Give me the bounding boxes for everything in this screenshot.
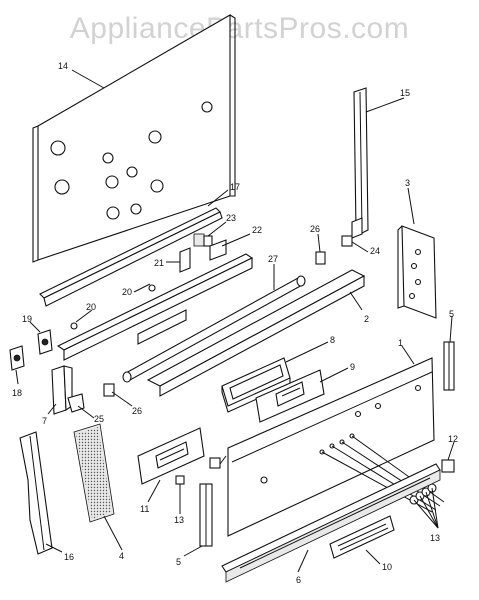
part-17-back-strip <box>39 207 223 307</box>
callout-19: 19 <box>22 314 32 324</box>
callout-8: 8 <box>330 335 335 345</box>
callout-22: 22 <box>252 225 262 235</box>
callout-17: 17 <box>230 182 240 192</box>
part-23-clip <box>193 233 213 247</box>
part-6-bottom-trim <box>221 463 441 583</box>
callout-5b: 5 <box>176 557 181 567</box>
part-24-clip <box>341 235 353 247</box>
part-2-channel <box>146 269 366 397</box>
part-5b-post <box>199 483 213 547</box>
part-16-side-trim <box>19 431 53 555</box>
callout-14: 14 <box>58 61 68 71</box>
callout-5a: 5 <box>449 309 454 319</box>
part-27-tube <box>122 275 306 383</box>
callout-18: 18 <box>12 388 22 398</box>
watermark: AppliancePartsPros.com <box>69 12 410 45</box>
callout-20a: 20 <box>122 287 132 297</box>
callout-21: 21 <box>154 258 164 268</box>
callout-15: 15 <box>400 88 410 98</box>
part-22-bracket <box>209 239 227 261</box>
part-5a-post <box>443 341 455 391</box>
part-7-end-bracket <box>51 365 73 415</box>
callout-11: 11 <box>140 504 149 514</box>
callout-13b: 13 <box>430 533 440 543</box>
callout-7: 7 <box>42 416 47 426</box>
part-3-end-bracket <box>397 225 437 319</box>
callout-25: 25 <box>94 414 104 424</box>
callout-12: 12 <box>448 434 458 444</box>
part-15-side-trim <box>351 87 369 239</box>
callout-24: 24 <box>370 246 380 256</box>
part-10-badge <box>329 515 395 559</box>
callout-26b: 26 <box>132 406 142 416</box>
part-21-bracket <box>172 247 191 273</box>
part-14-back-panel <box>32 14 236 263</box>
callout-2: 2 <box>364 314 369 324</box>
part-26b-clip <box>103 383 115 397</box>
callout-10: 10 <box>382 562 392 572</box>
callout-3: 3 <box>405 178 410 188</box>
callout-labels: 14 15 17 3 23 22 26 24 21 27 20 20 2 5 1… <box>12 61 458 585</box>
callout-1: 1 <box>398 338 403 348</box>
part-18-clip <box>9 345 25 371</box>
callout-9: 9 <box>350 362 355 372</box>
callout-26a: 26 <box>310 224 320 234</box>
callout-27: 27 <box>268 254 278 264</box>
part-12-knob <box>441 459 455 473</box>
callout-20b: 20 <box>86 302 96 312</box>
callout-16: 16 <box>64 552 74 562</box>
part-1-control-panel <box>227 357 435 537</box>
part-9-timer-module <box>255 369 325 423</box>
part-26a-clip <box>315 251 326 265</box>
part-header-panel <box>56 253 254 361</box>
part-4-insulation <box>73 423 115 523</box>
callout-23: 23 <box>226 213 236 223</box>
callout-4: 4 <box>119 551 124 561</box>
callout-13a: 13 <box>174 515 184 525</box>
part-8-frame <box>221 357 291 413</box>
part-11-timer-module <box>137 427 205 485</box>
part-19-clip <box>37 329 53 355</box>
callout-6: 6 <box>296 575 301 585</box>
leader-lines <box>15 69 455 573</box>
